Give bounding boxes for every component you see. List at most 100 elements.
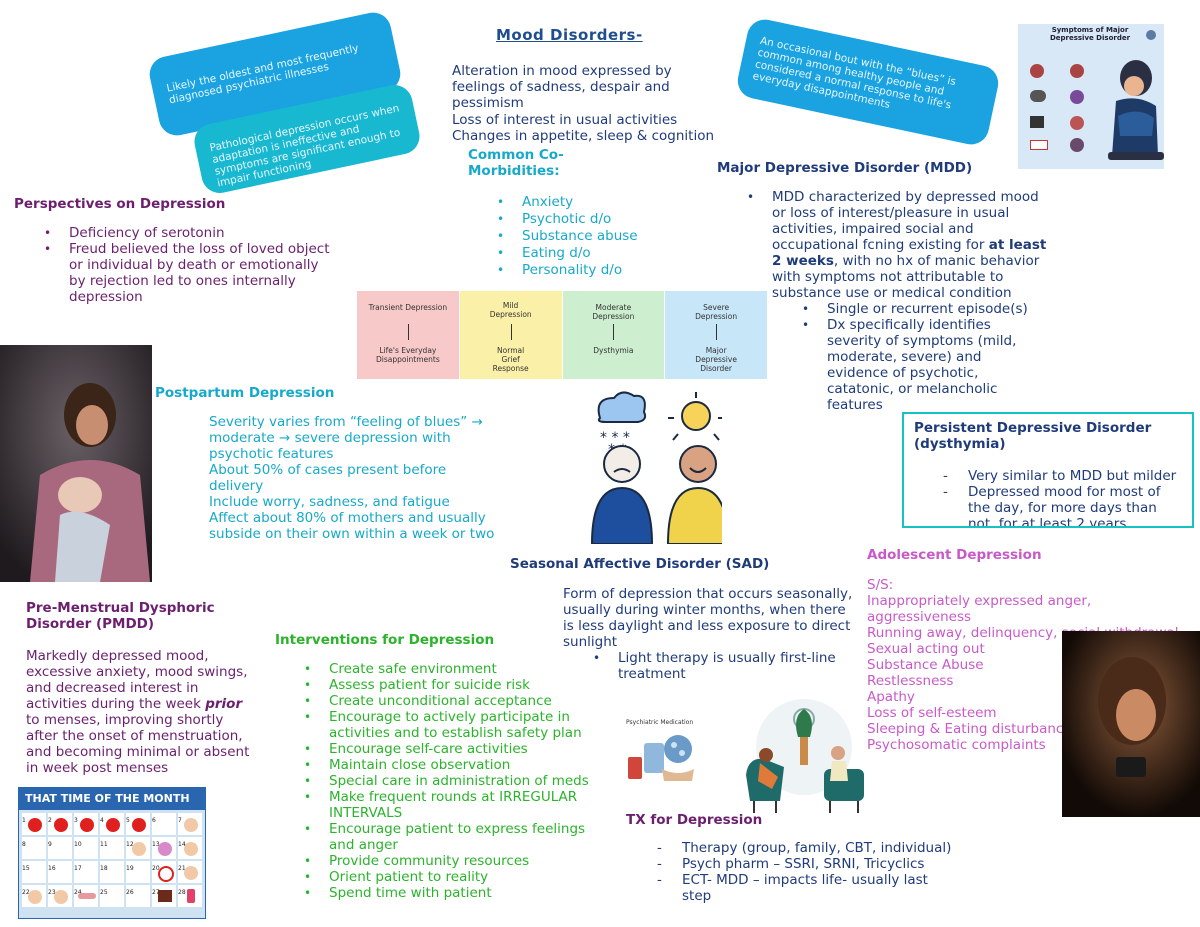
symptom-icon xyxy=(1030,90,1046,102)
pmdd-text: Markedly depressed mood, excessive anxie… xyxy=(26,648,248,712)
arrow-down-icon xyxy=(716,324,718,340)
day-number: 17 xyxy=(74,865,82,872)
calendar-day: 4 xyxy=(100,813,124,835)
interventions-list: Create safe environment Assess patient f… xyxy=(304,661,599,901)
mdd-text: , with no hx of manic behavior with symp… xyxy=(772,253,1040,301)
calendar-day: 5 xyxy=(126,813,150,835)
calendar-day: 7 xyxy=(178,813,202,835)
dysthymia-list: Very similar to MDD but milder Depressed… xyxy=(943,468,1178,526)
calendar-day: 26 xyxy=(126,885,150,907)
day-number: 15 xyxy=(22,865,30,872)
list-item: Include worry, sadness, and fatigue xyxy=(209,494,501,510)
perspectives-list: Deficiency of serotonin Freud believed t… xyxy=(44,225,331,305)
dysthymia-box: Persistent Depressive Disorder (dysthymi… xyxy=(902,412,1194,528)
perspectives-heading: Perspectives on Depression xyxy=(14,196,226,212)
face-icon xyxy=(158,842,172,856)
postpartum-list: Severity varies from “feeling of blues” … xyxy=(209,414,501,544)
sad-woman-illustration xyxy=(1108,60,1164,160)
list-item: Sexual acting out xyxy=(867,641,985,657)
day-number: 25 xyxy=(100,889,108,896)
day-number: 3 xyxy=(74,817,78,824)
meds-title: Psychiatric Medication xyxy=(626,719,694,726)
face-icon xyxy=(184,866,198,880)
list-item: Psych pharm – SSRI, SRNI, Tricyclics xyxy=(657,856,952,872)
symptom-icon xyxy=(1070,90,1084,104)
list-item: Eating d/o xyxy=(497,245,672,262)
list-item: Form of depression that occurs seasonall… xyxy=(563,586,855,650)
day-number: 16 xyxy=(48,865,56,872)
list-item: Assess patient for suicide risk xyxy=(304,677,599,693)
continuum-column: Severe Depression Major Depressive Disor… xyxy=(665,291,767,379)
day-number: 11 xyxy=(100,841,108,848)
continuum-column: Mild Depression Normal Grief Response xyxy=(459,291,563,379)
face-icon xyxy=(132,842,146,856)
mood-disorders-list: Alteration in mood expressed by feelings… xyxy=(452,63,727,147)
calendar-title: THAT TIME OF THE MONTH xyxy=(19,788,205,810)
calendar-day: 23 xyxy=(48,885,72,907)
list-item: Very similar to MDD but milder xyxy=(943,468,1178,484)
list-item: ECT- MDD – impacts life- usually last st… xyxy=(657,872,952,904)
calendar-day: 13 xyxy=(152,837,176,859)
comorbidities-list: Anxiety Psychotic d/o Substance abuse Ea… xyxy=(497,194,672,279)
calendar-day: 8 xyxy=(22,837,46,859)
day-number: 22 xyxy=(22,889,30,896)
bubble-text: An occasional bout with the “blues” is c… xyxy=(751,34,958,112)
mdd-heading: Major Depressive Disorder (MDD) xyxy=(717,160,973,176)
pmdd-text: to menses, improving shortly after the o… xyxy=(26,712,250,776)
pmdd-emphasis: prior xyxy=(205,696,243,712)
calendar-day: 20 xyxy=(152,861,176,883)
depression-continuum: Transient Depression Life's Everyday Dis… xyxy=(357,291,767,379)
list-item: Special care in administration of meds xyxy=(304,773,599,789)
day-number: 2 xyxy=(48,817,52,824)
continuum-top: Severe Depression xyxy=(695,303,738,321)
adolescent-heading: Adolescent Depression xyxy=(867,547,1042,563)
list-item: Maintain close observation xyxy=(304,757,599,773)
list-item: Create safe environment xyxy=(304,661,599,677)
calendar-day: 1 xyxy=(22,813,46,835)
day-number: 20 xyxy=(152,865,160,872)
face-icon xyxy=(54,890,68,904)
list-item: Apathy xyxy=(867,689,915,705)
day-number: 10 xyxy=(74,841,82,848)
list-item: Substance Abuse xyxy=(867,657,984,673)
sad-heading: Seasonal Affective Disorder (SAD) xyxy=(510,556,770,572)
day-number: 13 xyxy=(152,841,160,848)
face-icon xyxy=(184,818,198,832)
list-item: Depressed mood for most of the day, for … xyxy=(943,484,1178,526)
list-item: S/S: xyxy=(867,577,894,593)
pmdd-body: Markedly depressed mood, excessive anxie… xyxy=(26,648,258,780)
continuum-top: Transient Depression xyxy=(368,303,448,312)
dysthymia-heading: Persistent Depressive Disorder (dysthymi… xyxy=(914,420,1152,452)
period-dot-icon xyxy=(132,818,146,832)
calendar-day: 15 xyxy=(22,861,46,883)
face-icon xyxy=(184,842,198,856)
calendar-day: 9 xyxy=(48,837,72,859)
day-number: 19 xyxy=(126,865,134,872)
list-item: Changes in appetite, sleep & cognition xyxy=(452,128,727,144)
list-item: Inappropriately expressed anger, aggress… xyxy=(867,593,1092,625)
calendar-grid: 1 2 3 4 5 6 7 8 9 10 11 12 13 14 15 16 1… xyxy=(19,810,205,910)
face-icon xyxy=(28,890,42,904)
day-number: 12 xyxy=(126,841,134,848)
symptom-icon xyxy=(1030,116,1044,128)
calendar-day: 2 xyxy=(48,813,72,835)
symptom-icon xyxy=(1030,140,1048,150)
period-dot-icon xyxy=(54,818,68,832)
continuum-column: Moderate Depression Dysthymia xyxy=(562,291,666,379)
list-item: Create unconditional acceptance xyxy=(304,693,599,709)
arrow-down-icon xyxy=(510,324,512,340)
calendar-day: 27 xyxy=(152,885,176,907)
list-item: Loss of self-esteem xyxy=(867,705,997,721)
bubble-blues: An occasional bout with the “blues” is c… xyxy=(734,16,1002,148)
arrow-down-icon xyxy=(613,324,615,340)
symptom-icons xyxy=(1024,64,1106,159)
pmdd-heading: Pre-Menstrual Dysphoric Disorder (PMDD) xyxy=(26,600,215,632)
pills-icon xyxy=(628,735,694,781)
list-item: Single or recurrent episode(s) xyxy=(802,301,1037,317)
calendar-day: 12 xyxy=(126,837,150,859)
list-item: Deficiency of serotonin xyxy=(44,225,331,241)
day-number: 4 xyxy=(100,817,104,824)
symptom-icon xyxy=(1070,116,1084,130)
list-item: Severity varies from “feeling of blues” … xyxy=(209,414,501,462)
mdd-duration: at least 2 weeks xyxy=(772,237,1047,269)
